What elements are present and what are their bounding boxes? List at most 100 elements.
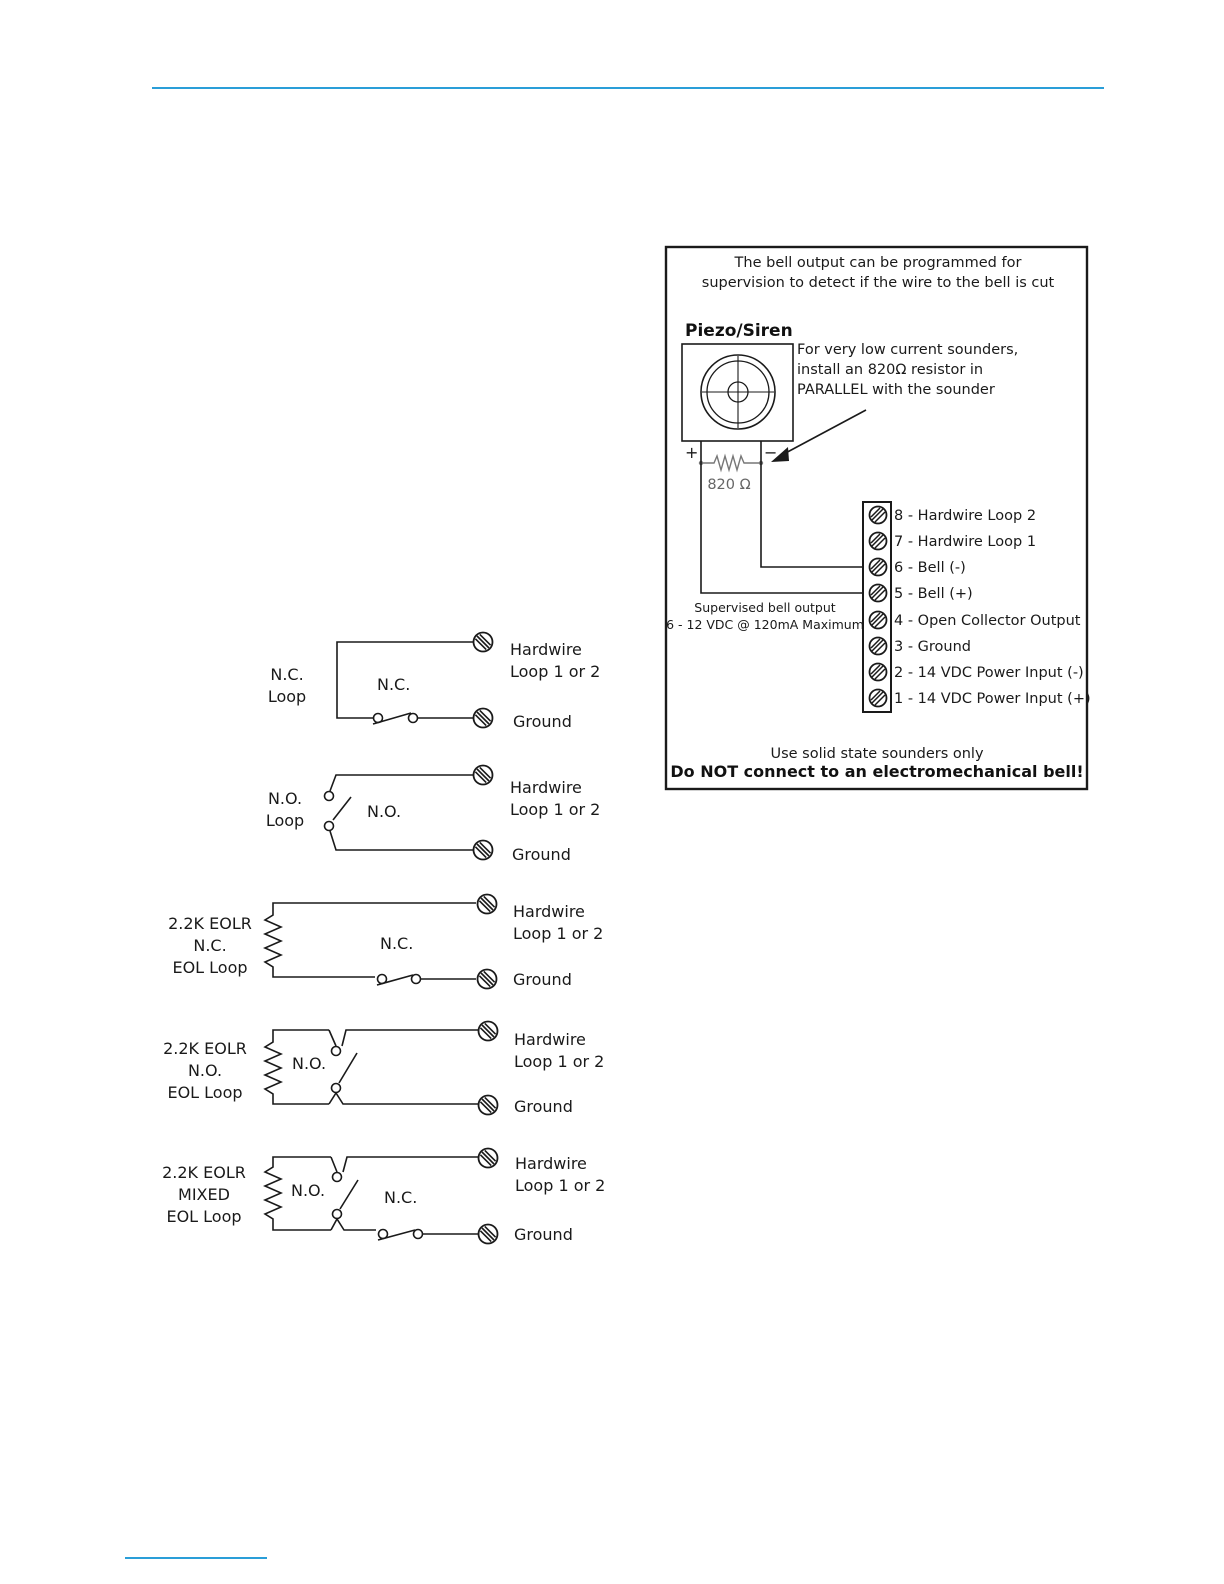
note-line-1: The bell output can be programmed for	[734, 255, 1022, 271]
loop-wire	[329, 830, 473, 851]
screw-terminal-icon	[477, 1094, 499, 1116]
loop-label-line: N.C.	[193, 936, 226, 955]
switch-label: N.O.	[367, 802, 401, 821]
sounder-title: Piezo/Siren	[685, 321, 793, 341]
ground-label: Ground	[513, 970, 572, 989]
switch-blade	[372, 712, 412, 725]
switch-blade	[377, 1229, 416, 1241]
ground-label: Ground	[512, 845, 571, 864]
switch-contact	[330, 1082, 342, 1094]
loop-wire	[342, 1156, 479, 1173]
arrow-head	[771, 447, 789, 462]
no-loop-diagram: N.O. Loop N.O. Hardwire Loop 1 or 2 Grou…	[266, 764, 600, 864]
terminal-2-label: 2 - 14 VDC Power Input (-)	[894, 665, 1084, 681]
ground-label: Ground	[513, 712, 572, 731]
terminal-label: Hardwire	[510, 778, 582, 797]
bell-plus-wire	[700, 441, 869, 594]
piezo-siren-icon	[681, 343, 794, 442]
switch-label: N.C.	[384, 1188, 417, 1207]
footer-rule	[125, 1557, 267, 1559]
switch-contact	[412, 1228, 424, 1240]
header-rule	[152, 87, 1104, 89]
warning-line-2: Do NOT connect to an electromechanical b…	[670, 762, 1083, 781]
screw-terminal-icon	[477, 1147, 499, 1169]
loop-label-line: 2.2K EOLR	[168, 914, 252, 933]
terminal-label: Loop 1 or 2	[514, 1052, 604, 1071]
terminal-label: Hardwire	[510, 640, 582, 659]
terminal-label: Loop 1 or 2	[510, 800, 600, 819]
loop-wire	[329, 774, 473, 792]
terminal-5-label: 5 - Bell (+)	[894, 586, 973, 602]
switch-label: N.C.	[377, 675, 410, 694]
switch-contact	[407, 712, 419, 724]
loop-wire	[328, 1091, 478, 1105]
eolr-nc-loop-diagram: 2.2K EOLR N.C. EOL Loop N.C. Hardwire Lo…	[168, 893, 603, 990]
screw-terminal-icon	[476, 893, 498, 915]
screw-terminal-icon	[472, 707, 494, 729]
eol-resistor-icon	[263, 902, 476, 978]
switch-blade	[376, 974, 414, 986]
loop-label-line: EOL Loop	[166, 1207, 241, 1226]
minus-sign: −	[764, 443, 777, 462]
screw-terminal-icon	[477, 1223, 499, 1245]
tip-line-1: For very low current sounders,	[797, 342, 1018, 358]
loop-label-line: EOL Loop	[167, 1083, 242, 1102]
bell-output-panel: The bell output can be programmed for su…	[664, 245, 1091, 791]
supervised-line-2: 6 - 12 VDC @ 120mA Maximum	[666, 617, 864, 632]
terminal-3-label: 3 - Ground	[894, 639, 971, 655]
ground-label: Ground	[514, 1225, 573, 1244]
bell-minus-wire	[760, 441, 869, 568]
nc-loop-diagram: N.C. Loop N.C. Hardwire Loop 1 or 2 Grou…	[268, 631, 600, 731]
terminal-label: Loop 1 or 2	[515, 1176, 605, 1195]
pointer-arrow	[779, 409, 867, 457]
loop-label-line: Loop	[266, 811, 304, 830]
screw-terminal-icon	[472, 839, 494, 861]
terminal-label: Loop 1 or 2	[510, 662, 600, 681]
loop-label-line: 2.2K EOLR	[163, 1039, 247, 1058]
eolr-mixed-loop-diagram: 2.2K EOLR MIXED EOL Loop N.O. N.C. Hardw…	[162, 1147, 605, 1245]
screw-terminal-icon	[477, 1020, 499, 1042]
loop-wire	[328, 1029, 337, 1047]
loop-label-line: 2.2K EOLR	[162, 1163, 246, 1182]
loop-label-line: N.O.	[268, 789, 302, 808]
switch-contact	[331, 1208, 343, 1220]
loop-wire	[330, 1217, 376, 1231]
switch-label: N.C.	[380, 934, 413, 953]
terminal-1-label: 1 - 14 VDC Power Input (+)	[894, 691, 1091, 707]
eol-resistor-icon	[263, 1029, 329, 1105]
loop-label-line: EOL Loop	[172, 958, 247, 977]
terminal-label: Loop 1 or 2	[513, 924, 603, 943]
terminal-label: Hardwire	[514, 1030, 586, 1049]
switch-contact	[410, 973, 422, 985]
tip-line-3: PARALLEL with the sounder	[797, 382, 995, 398]
terminal-8-label: 8 - Hardwire Loop 2	[894, 508, 1036, 524]
eol-resistor-icon	[263, 1156, 331, 1231]
terminal-6-label: 6 - Bell (-)	[894, 560, 966, 576]
terminal-label: Hardwire	[515, 1154, 587, 1173]
switch-label: N.O.	[291, 1181, 325, 1200]
ground-label: Ground	[514, 1097, 573, 1116]
loop-label-line: MIXED	[178, 1185, 230, 1204]
loop-label-line: N.C.	[270, 665, 303, 684]
switch-contact	[331, 1171, 343, 1183]
plus-sign: +	[685, 443, 698, 462]
switch-contact	[323, 820, 335, 832]
resistor-label: 820 Ω	[707, 477, 750, 493]
switch-contact	[323, 790, 335, 802]
note-line-2: supervision to detect if the wire to the…	[702, 275, 1055, 291]
switch-blade	[338, 1052, 358, 1084]
terminal-4-label: 4 - Open Collector Output	[894, 613, 1081, 629]
supervised-line-1: Supervised bell output	[694, 600, 835, 615]
screw-terminal-icon	[476, 968, 498, 990]
terminal-7-label: 7 - Hardwire Loop 1	[894, 534, 1036, 550]
loop-label-line: Loop	[268, 687, 306, 706]
switch-blade	[332, 796, 352, 821]
eolr-no-loop-diagram: 2.2K EOLR N.O. EOL Loop N.O. Hardwire Lo…	[163, 1020, 604, 1116]
loop-wire	[336, 641, 473, 719]
terminal-label: Hardwire	[513, 902, 585, 921]
loop-wire	[330, 1156, 338, 1173]
screw-terminal-icon	[472, 764, 494, 786]
tip-line-2: install an 820Ω resistor in	[797, 362, 983, 378]
switch-blade	[339, 1179, 359, 1210]
